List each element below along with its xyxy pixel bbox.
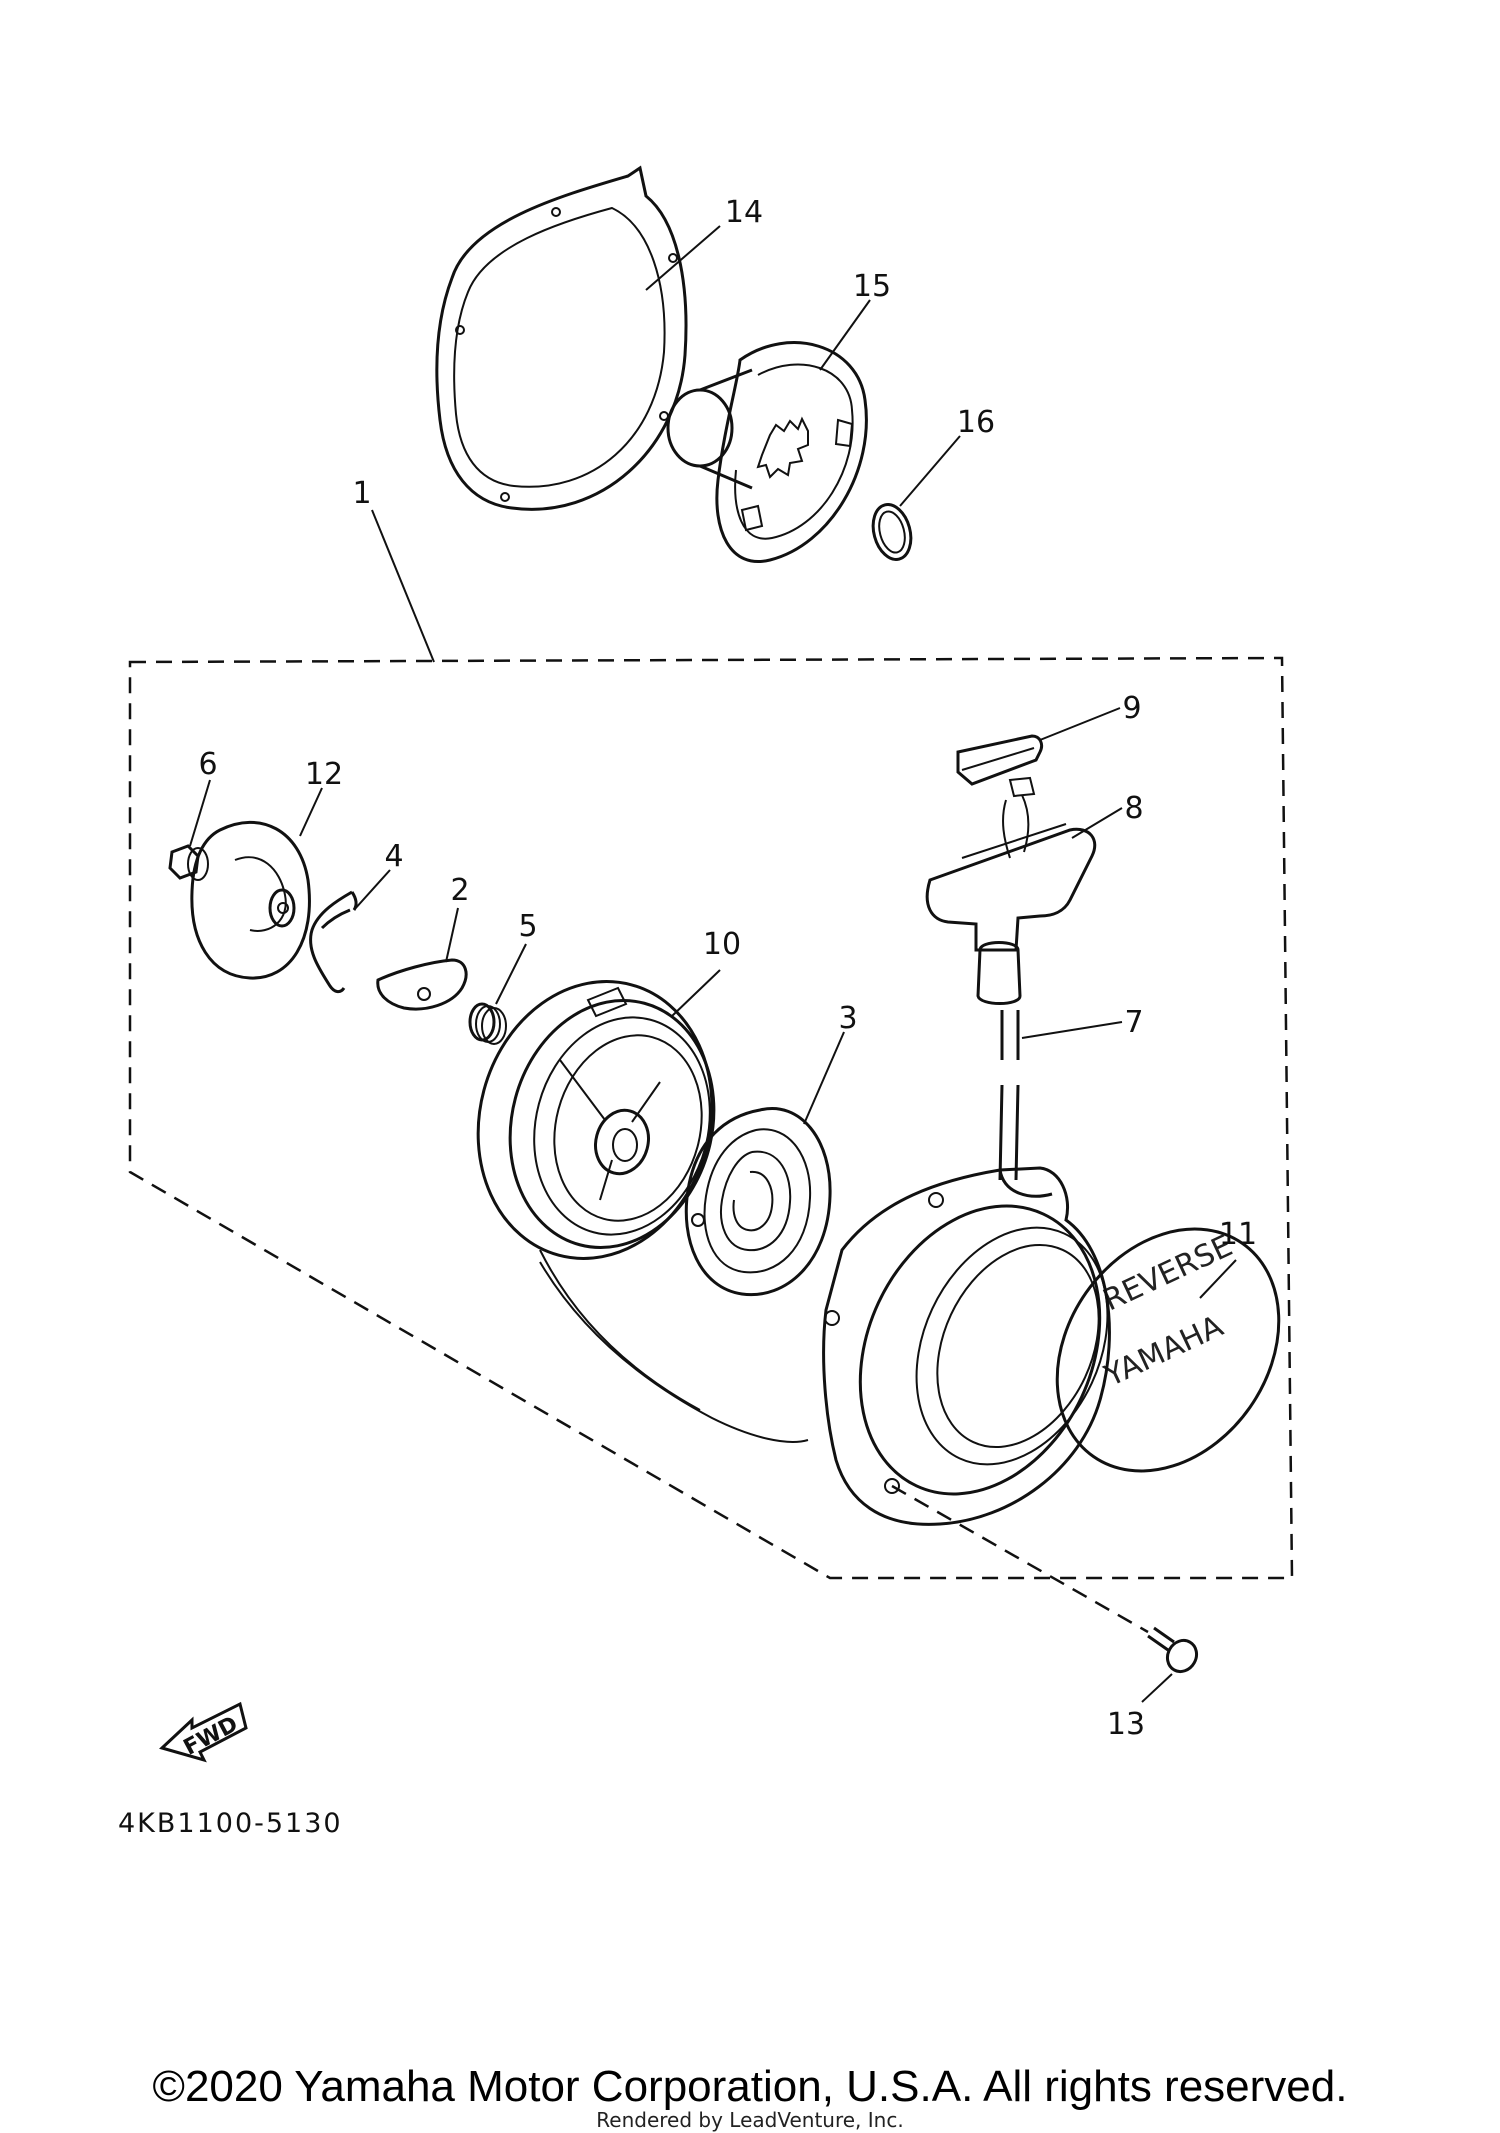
callout-9: 9 [1122, 691, 1141, 726]
callout-8: 8 [1124, 791, 1143, 826]
callout-13: 13 [1107, 1707, 1145, 1742]
starter-housing [822, 1166, 1111, 1526]
part-10-rope-reel[interactable] [448, 955, 743, 1285]
part-5-small-spring[interactable] [468, 1002, 507, 1045]
diagram-part-number: 4KB1100-5130 [118, 1808, 343, 1839]
callout-11: 11 [1219, 1217, 1257, 1252]
part-7-rope[interactable] [539, 1010, 1020, 1443]
callout-2: 2 [450, 873, 469, 908]
part-15-drive-pulley[interactable] [666, 341, 868, 563]
part-2-pawl[interactable] [376, 958, 468, 1011]
callout-4: 4 [384, 839, 403, 874]
part-11-decal[interactable]: YAMAHA REVERSE [1012, 1186, 1325, 1514]
part-6-nut[interactable] [168, 844, 209, 881]
part-9-cap[interactable] [956, 734, 1044, 786]
part-13-bolt[interactable] [1147, 1626, 1202, 1677]
callout-1: 1 [352, 476, 371, 511]
leader-lines [189, 225, 1237, 1703]
part-4-spring-clip[interactable] [309, 890, 358, 994]
callout-3: 3 [838, 1001, 857, 1036]
copyright-notice: ©2020 Yamaha Motor Corporation, U.S.A. A… [152, 2062, 1348, 2111]
callout-labels: 1 2 3 4 5 6 7 8 9 10 11 12 13 14 15 16 [198, 195, 1257, 1742]
decal-text-2: REVERSE [1098, 1228, 1238, 1318]
part-8-handle[interactable] [925, 776, 1097, 1005]
callout-10: 10 [703, 927, 741, 962]
callout-6: 6 [198, 747, 217, 782]
decal-text: YAMAHA [1099, 1309, 1229, 1395]
part-16-o-ring[interactable] [867, 500, 916, 563]
fwd-arrow-icon: FWD [159, 1701, 248, 1763]
callout-14: 14 [725, 195, 763, 230]
assembly-boundary [128, 656, 1294, 1580]
callout-15: 15 [853, 269, 891, 304]
part-14-gasket[interactable] [435, 165, 688, 511]
part-3-recoil-spring[interactable] [684, 1107, 832, 1297]
rendered-by-notice: Rendered by LeadVenture, Inc. [596, 2108, 904, 2132]
part-12-plate[interactable] [190, 820, 311, 980]
callout-16: 16 [957, 405, 995, 440]
callout-12: 12 [305, 757, 343, 792]
callout-5: 5 [518, 909, 537, 944]
callout-7: 7 [1124, 1005, 1143, 1040]
